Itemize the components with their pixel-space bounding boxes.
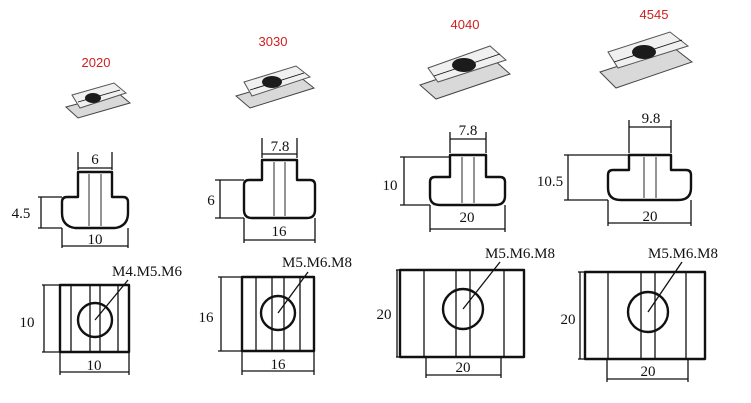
thread-label: M4.M5.M6 [112, 264, 183, 280]
height-label: 20 [377, 307, 392, 323]
width-label: 10 [87, 358, 102, 374]
bottom-width-label: 20 [460, 210, 475, 226]
nut-photo [599, 31, 694, 89]
bottom-width-label: 10 [88, 232, 103, 248]
top-width-label: 7.8 [271, 139, 290, 155]
width-label: 16 [271, 357, 287, 373]
height-label: 6 [207, 193, 215, 209]
column-3030: 3030 7.8 6 16 [199, 34, 352, 375]
height-label: 10 [383, 178, 398, 194]
thread-label: M5.M6.M8 [485, 246, 555, 262]
side-profile: 7.8 10 20 [383, 123, 507, 232]
height-label: 16 [199, 310, 215, 326]
nut-photo [234, 65, 316, 109]
nut-photo [64, 82, 132, 119]
width-label: 20 [456, 360, 471, 376]
size-label: 3030 [259, 34, 288, 49]
face-view: M4.M5.M6 10 10 [20, 264, 183, 375]
top-width-label: 7.8 [459, 123, 478, 139]
column-4040: 4040 7.8 10 20 [377, 17, 555, 378]
size-label: 4545 [640, 7, 669, 22]
size-label: 4040 [451, 17, 480, 32]
side-profile: 9.8 10.5 20 [537, 111, 693, 226]
thread-label: M5.M6.M8 [648, 246, 718, 262]
thread-label: M5.M6.M8 [282, 255, 352, 271]
height-label: 10 [20, 315, 35, 331]
bottom-width-label: 20 [643, 209, 658, 225]
height-label: 20 [561, 312, 576, 328]
top-width-label: 6 [91, 152, 99, 168]
face-view: M5.M6.M8 16 16 [199, 255, 352, 375]
column-2020: 2020 6 4.5 10 [12, 55, 183, 375]
size-label: 2020 [82, 55, 111, 70]
face-view: M5.M6.M8 20 20 [377, 246, 555, 378]
nut-photo [419, 45, 511, 100]
side-profile: 6 4.5 10 [12, 152, 130, 248]
face-view: M5.M6.M8 20 20 [561, 246, 718, 382]
column-4545: 4545 9.8 10.5 20 [537, 7, 718, 382]
height-label: 10.5 [537, 174, 563, 190]
side-profile: 7.8 6 16 [207, 138, 317, 243]
width-label: 20 [641, 364, 656, 380]
top-width-label: 9.8 [642, 111, 661, 127]
bottom-width-label: 16 [272, 224, 288, 240]
height-label: 4.5 [12, 206, 31, 222]
